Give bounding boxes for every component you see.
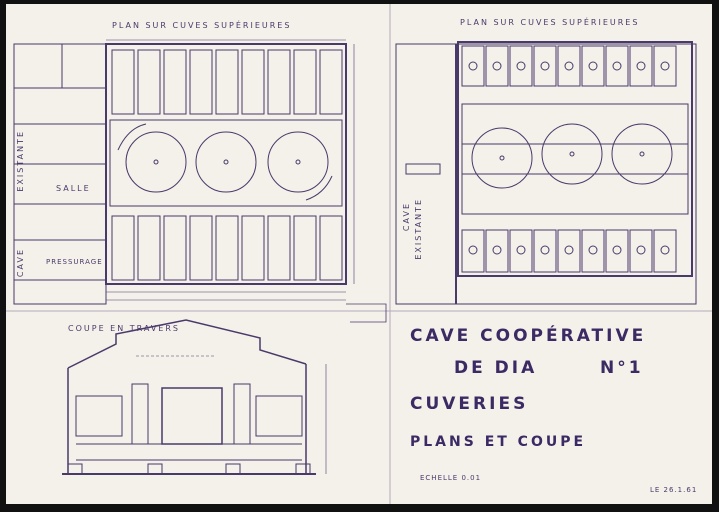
existante-label-right: EXISTANTE xyxy=(414,198,423,260)
scale-note: ECHELLE 0.01 xyxy=(420,474,482,482)
date-note: LE 26.1.61 xyxy=(650,486,698,494)
title-line-3: CUVERIES xyxy=(410,394,529,414)
left-plan-drawing xyxy=(13,39,387,323)
cave-label-right: CAVE xyxy=(402,202,411,232)
right-plan-drawing xyxy=(395,41,697,305)
pressurage-label: PRESSURAGE xyxy=(46,258,103,266)
title-line-2a: DE DIA xyxy=(454,358,538,378)
right-top-tanks xyxy=(461,45,677,87)
section-title: COUPE EN TRAVERS xyxy=(68,324,180,333)
title-line-4: PLANS ET COUPE xyxy=(410,434,587,450)
salle-label: SALLE xyxy=(56,184,91,193)
section-drawing xyxy=(62,319,327,475)
title-line-1: CAVE COOPÉRATIVE xyxy=(410,326,647,346)
blueprint-sheet: PLAN SUR CUVES SUPÉRIEURES PLAN SUR CUVE… xyxy=(6,4,712,504)
right-plan-title: PLAN SUR CUVES SUPÉRIEURES xyxy=(460,18,640,27)
drawing-canvas xyxy=(13,39,697,475)
right-round-tanks xyxy=(461,103,689,215)
left-round-tanks xyxy=(109,119,343,207)
left-bottom-tanks xyxy=(111,215,343,281)
existante-label-left: EXISTANTE xyxy=(16,130,25,192)
fold-line-horizontal xyxy=(6,310,712,312)
fold-line-vertical xyxy=(389,4,391,504)
left-plan-title: PLAN SUR CUVES SUPÉRIEURES xyxy=(112,21,292,30)
cave-label-left: CAVE xyxy=(16,248,25,278)
left-top-tanks xyxy=(111,49,343,115)
title-line-2b: N°1 xyxy=(600,358,644,378)
right-bottom-tanks xyxy=(461,229,677,273)
